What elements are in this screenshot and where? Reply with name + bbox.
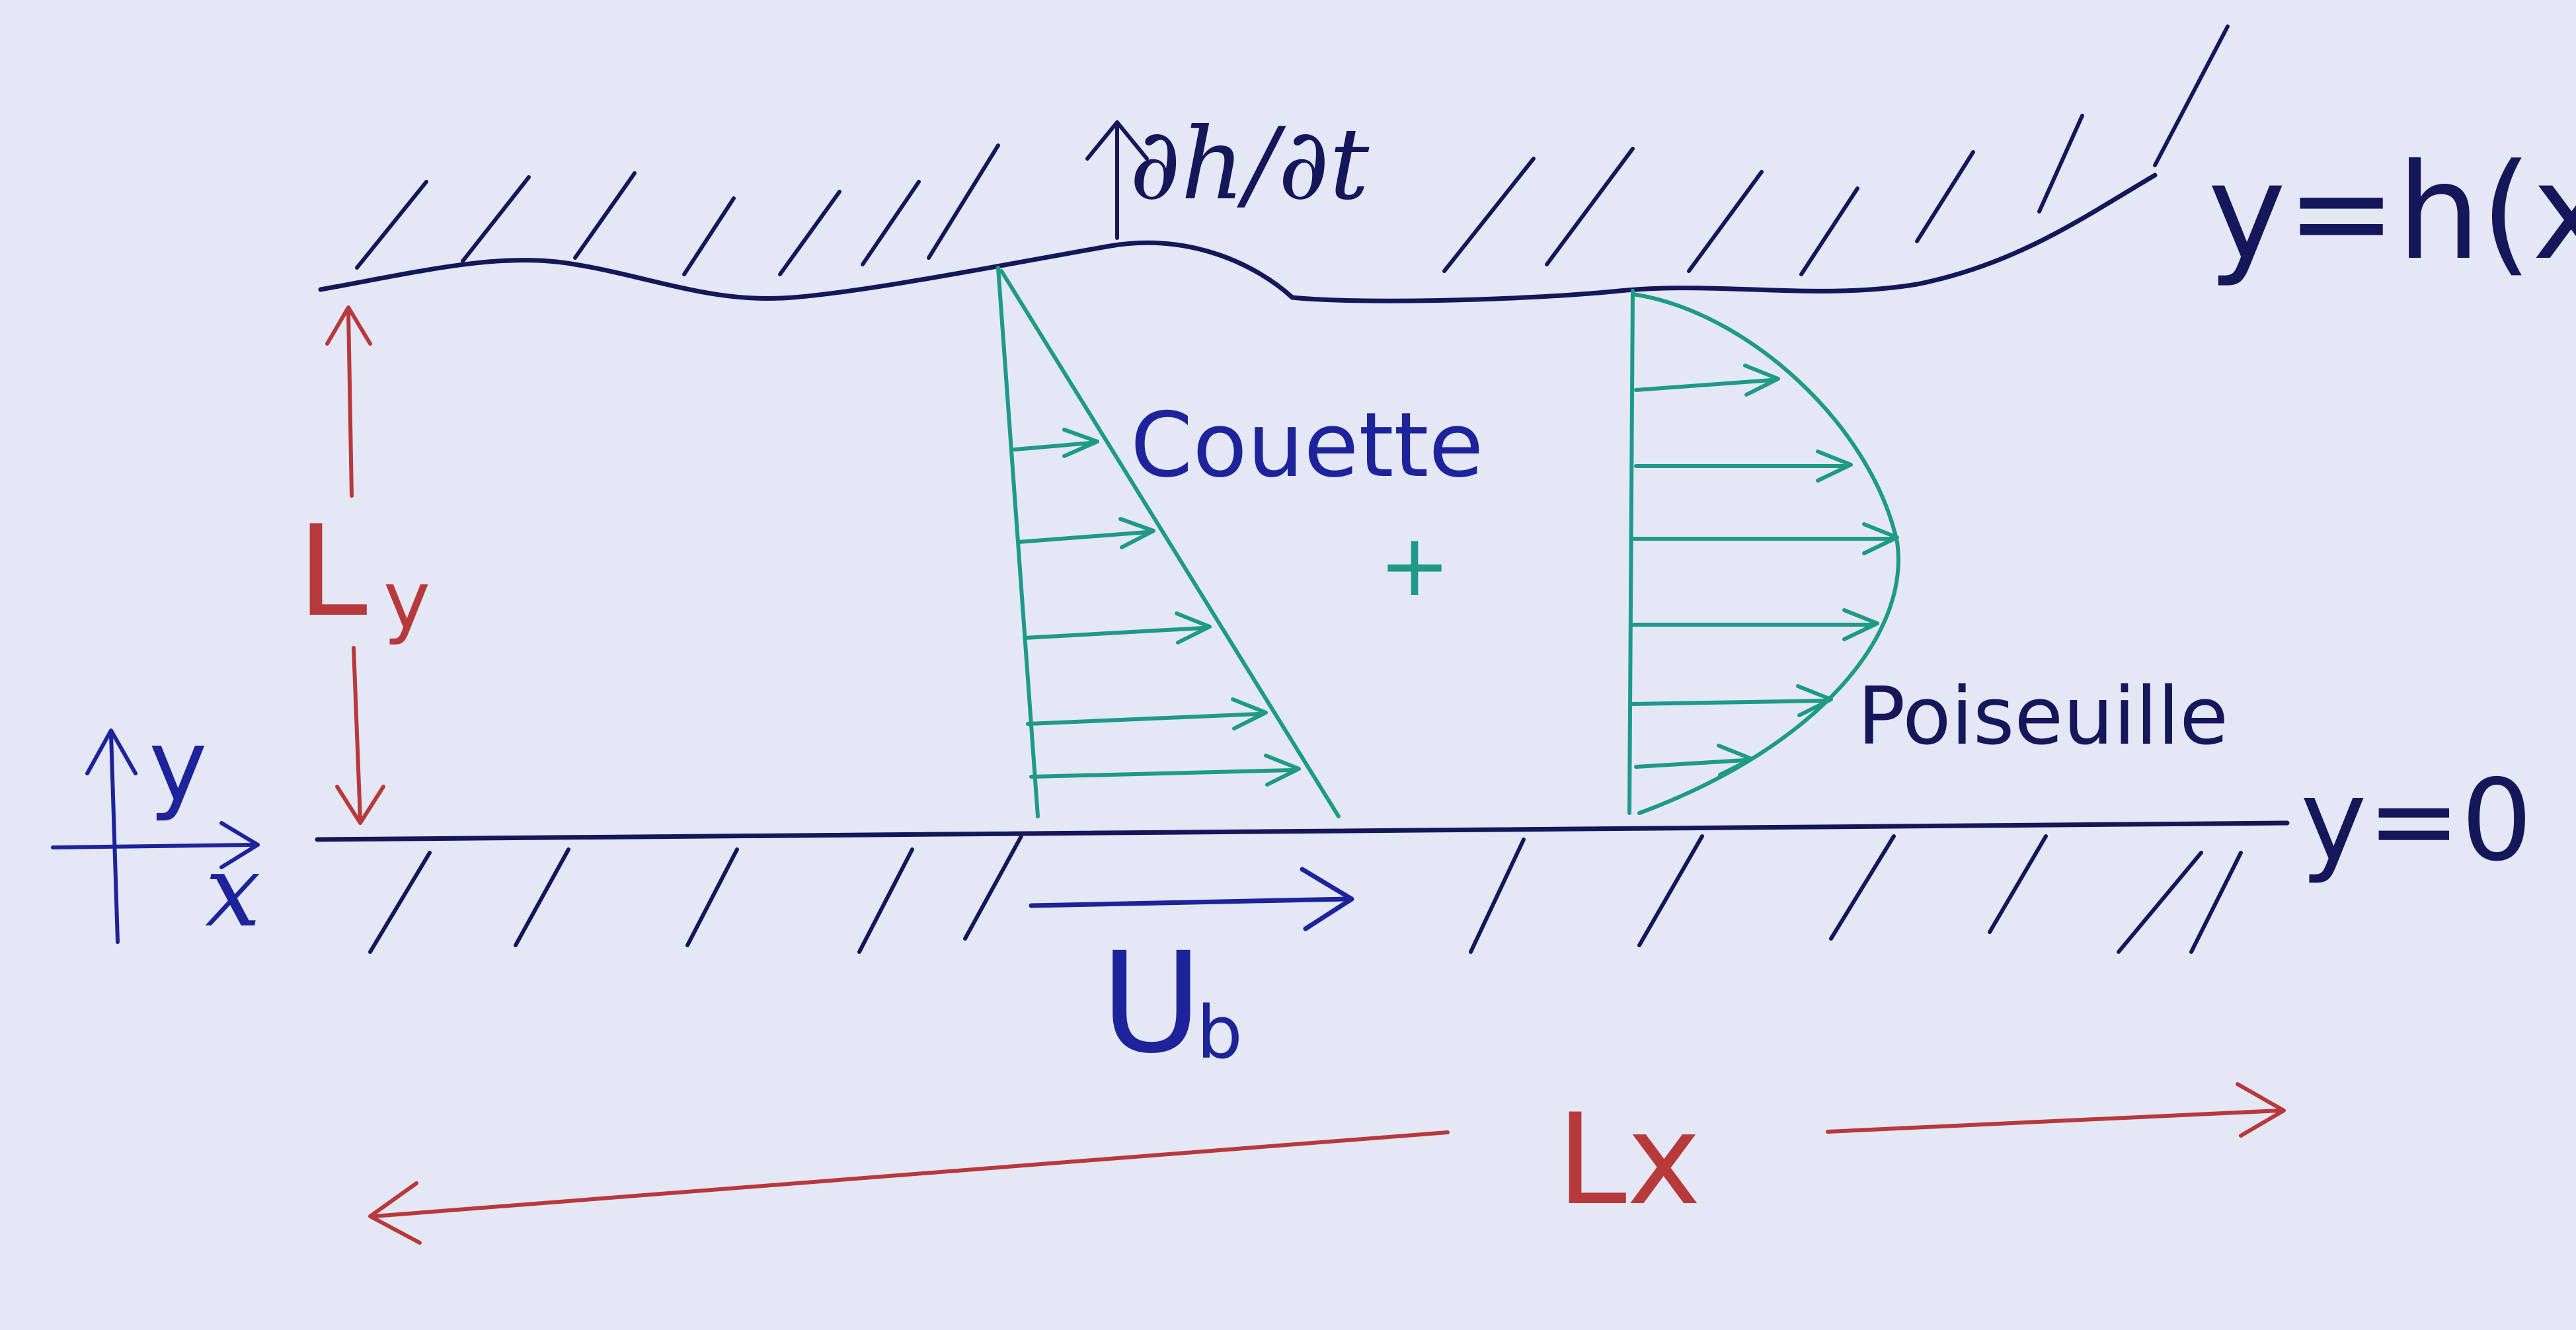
height-subscript: y <box>383 555 430 647</box>
length-dimension <box>368 1082 2286 1245</box>
couette-label: Couette <box>1130 393 1483 497</box>
poiseuille-baseline <box>1627 289 1635 815</box>
axis-y-label: y <box>149 709 208 824</box>
bottom-wall-hatching <box>368 834 2243 954</box>
axes-icon <box>51 728 260 944</box>
bottom-wall-label: y=0 <box>2300 756 2532 886</box>
bottom-wall <box>315 820 2290 954</box>
plus-sign: + <box>1379 515 1451 615</box>
length-label: Lx <box>1557 1087 1701 1233</box>
wall-velocity-label: ∂h/∂t <box>1130 107 1370 222</box>
height-label: L <box>297 498 368 645</box>
top-wall <box>318 24 2230 303</box>
top-wall-hatching <box>355 24 2230 276</box>
wall-velocity-arrow <box>1085 120 1149 240</box>
height-dimension <box>325 305 385 825</box>
bottom-wall-line <box>315 820 2290 842</box>
belt-velocity-arrow <box>1029 867 1354 931</box>
poiseuille-envelope <box>1631 292 1900 815</box>
poiseuille-velocity-arrows <box>1631 364 1899 777</box>
belt-velocity-subscript: b <box>1196 990 1243 1075</box>
poiseuille-profile <box>1627 289 1900 815</box>
top-wall-label: y=h(x,t) <box>2208 136 2576 290</box>
wall-velocity-text: ∂h/∂t <box>1130 107 1370 222</box>
belt-velocity-label: U <box>1101 922 1202 1084</box>
axis-x-label: x <box>205 834 261 949</box>
couette-velocity-arrows <box>1013 428 1301 787</box>
top-wall-curve <box>318 173 2158 303</box>
poiseuille-label: Poiseuille <box>1857 671 2228 763</box>
couette-envelope <box>999 269 1341 818</box>
couette-profile <box>996 266 1341 818</box>
